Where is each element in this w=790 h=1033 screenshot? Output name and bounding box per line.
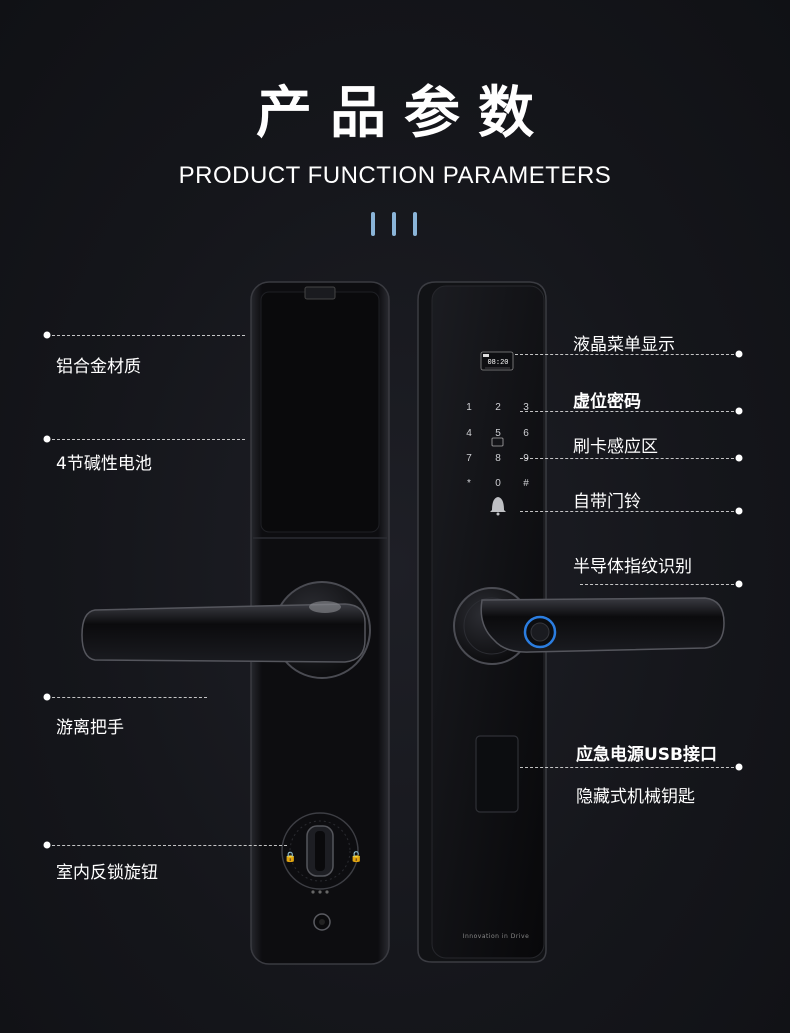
keypad-key: 5 [495,428,501,439]
keypad-key: 7 [466,453,472,464]
leader-line [515,354,739,355]
leader-dot [735,763,743,771]
keypad-key: 1 [466,402,472,413]
feature-label-doorbell: 自带门铃 [573,492,641,512]
leader-dot [735,507,743,515]
keypad-key: * [467,478,471,489]
feature-label-thumb-turn: 室内反锁旋钮 [56,863,158,883]
keypad-key: 0 [495,478,501,489]
svg-text:🔓: 🔓 [350,850,362,863]
leader-line [47,439,245,440]
svg-text:Innovation in Drive: Innovation in Drive [463,933,530,940]
leader-dot [735,580,743,588]
leader-dot [43,331,51,339]
leader-line [47,845,287,846]
keypad-key: # [523,478,529,489]
leader-dot [43,693,51,701]
feature-label-lcd: 液晶菜单显示 [573,335,675,355]
keypad-key: 6 [523,428,529,439]
page-title: 产品参数 [256,81,552,146]
leader-line [520,511,739,512]
keypad-key: 4 [466,428,472,439]
interior-panel: 🔒 🔓 [81,281,390,965]
keypad-key: 3 [523,402,529,413]
leader-line [520,458,739,459]
svg-text:🔒: 🔒 [284,851,296,863]
leader-line [580,584,739,585]
feature-label-card-reader: 刷卡感应区 [573,437,658,457]
leader-dot [735,454,743,462]
lcd-time: 08:20 [487,359,508,367]
feature-label-hidden-key: 隐藏式机械钥匙 [576,787,695,807]
leader-line [520,767,739,768]
keypad-key: 8 [495,453,501,464]
feature-label-aluminum: 铝合金材质 [56,357,141,377]
page-subtitle: PRODUCT FUNCTION PARAMETERS [178,162,612,189]
leader-dot [735,407,743,415]
feature-label-usb: 应急电源USB接口 [576,745,718,765]
keypad-key: 2 [495,402,501,413]
leader-line [47,335,245,336]
leader-line [520,411,739,412]
leader-dot [735,350,743,358]
leader-dot [43,435,51,443]
leader-line [47,697,207,698]
feature-label-virtual-password: 虚位密码 [573,392,641,412]
feature-label-fingerprint: 半导体指纹识别 [573,557,692,577]
feature-label-battery: 4节碱性电池 [56,454,152,474]
leader-dot [43,841,51,849]
feature-label-free-handle: 游离把手 [56,718,124,738]
